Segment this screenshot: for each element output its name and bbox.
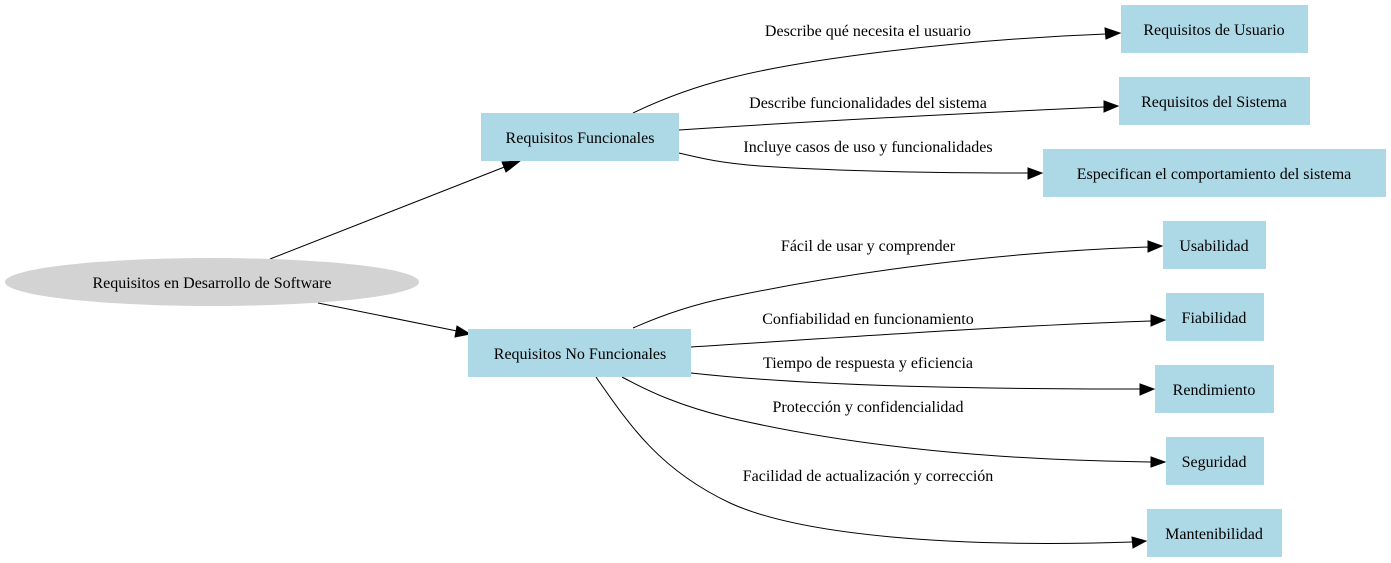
edges: Describe qué necesita el usuario Describ… <box>269 23 1167 549</box>
edge-funcionales-comportamiento: Incluye casos de uso y funcionalidades <box>678 139 1044 180</box>
node-shape <box>1166 437 1264 485</box>
edge-nofuncionales-usabilidad: Fácil de usar y comprender <box>632 238 1164 329</box>
edge-label: Facilidad de actualización y corrección <box>743 468 994 485</box>
node-label: Requisitos del Sistema <box>1141 94 1287 111</box>
node-shape <box>1121 5 1308 53</box>
arrowhead <box>1131 536 1148 549</box>
node-shape <box>1147 509 1282 557</box>
node-especifican-comportamiento: Especifican el comportamiento del sistem… <box>1043 149 1386 197</box>
edge-nofuncionales-rendimiento: Tiempo de respuesta y eficiencia <box>690 355 1156 396</box>
node-label: Mantenibilidad <box>1165 526 1263 543</box>
root-node-label: Requisitos en Desarrollo de Software <box>92 275 331 292</box>
edge-label: Confiabilidad en funcionamiento <box>762 311 974 328</box>
node-label: Usabilidad <box>1179 238 1248 255</box>
node-label: Requisitos Funcionales <box>506 130 655 147</box>
edge-line <box>632 33 1107 114</box>
arrowhead <box>1150 314 1167 327</box>
edge-line <box>690 372 1141 390</box>
node-shape <box>1166 293 1264 341</box>
arrowhead <box>1147 240 1164 253</box>
node-requisitos-usuario: Requisitos de Usuario <box>1121 5 1308 53</box>
node-rendimiento: Rendimiento <box>1155 365 1274 413</box>
node-shape <box>1043 149 1386 197</box>
node-label: Requisitos de Usuario <box>1143 22 1284 39</box>
arrowhead <box>1139 383 1156 396</box>
node-shape <box>1155 365 1274 413</box>
edge-nofuncionales-mantenibilidad: Facilidad de actualización y corrección <box>595 376 1148 549</box>
edge-nofuncionales-fiabilidad: Confiabilidad en funcionamiento <box>690 311 1167 348</box>
edge-label: Describe qué necesita el usuario <box>765 23 971 40</box>
node-fiabilidad: Fiabilidad <box>1166 293 1264 341</box>
edge-label: Protección y confidencialidad <box>772 399 963 416</box>
edge-line <box>595 376 1133 544</box>
arrowhead <box>1027 167 1044 180</box>
node-shape <box>481 113 679 161</box>
node-label: Especifican el comportamiento del sistem… <box>1077 166 1352 183</box>
edge-line <box>269 165 508 260</box>
node-label: Fiabilidad <box>1182 310 1247 327</box>
node-seguridad: Seguridad <box>1166 437 1264 485</box>
node-mantenibilidad: Mantenibilidad <box>1147 509 1282 557</box>
root-node: Requisitos en Desarrollo de Software <box>5 258 419 306</box>
edge-line <box>678 152 1029 174</box>
edge-line <box>632 246 1149 329</box>
edge-line <box>678 106 1105 131</box>
edge-funcionales-sistema: Describe funcionalidades del sistema <box>678 95 1120 131</box>
node-requisitos-no-funcionales: Requisitos No Funcionales <box>468 329 691 377</box>
arrowhead <box>501 160 522 173</box>
arrowhead <box>1103 100 1120 113</box>
edge-label: Fácil de usar y comprender <box>781 238 956 255</box>
root-node-shape <box>5 258 419 306</box>
edge-root-funcionales <box>269 160 522 260</box>
edge-label: Incluye casos de uso y funcionalidades <box>743 139 992 156</box>
node-shape <box>1163 221 1266 269</box>
node-requisitos-funcionales: Requisitos Funcionales <box>481 113 679 161</box>
node-usabilidad: Usabilidad <box>1163 221 1266 269</box>
arrowhead <box>454 325 472 338</box>
node-requisitos-sistema: Requisitos del Sistema <box>1119 77 1310 125</box>
nodes: Requisitos en Desarrollo de Software Req… <box>5 5 1386 557</box>
node-label: Rendimiento <box>1173 382 1256 399</box>
node-label: Seguridad <box>1182 454 1247 471</box>
edge-funcionales-usuario: Describe qué necesita el usuario <box>632 23 1122 114</box>
arrowhead <box>1104 27 1122 40</box>
arrowhead <box>1150 456 1167 468</box>
edge-root-no-funcionales <box>317 302 472 338</box>
edge-line <box>621 376 1152 463</box>
node-shape <box>1119 77 1310 125</box>
node-label: Requisitos No Funcionales <box>494 346 666 363</box>
edge-label: Tiempo de respuesta y eficiencia <box>763 355 973 372</box>
node-shape <box>468 329 691 377</box>
edge-line <box>317 302 458 332</box>
edge-nofuncionales-seguridad: Protección y confidencialidad <box>621 376 1167 468</box>
edge-label: Describe funcionalidades del sistema <box>749 95 987 112</box>
edge-line <box>690 320 1152 348</box>
